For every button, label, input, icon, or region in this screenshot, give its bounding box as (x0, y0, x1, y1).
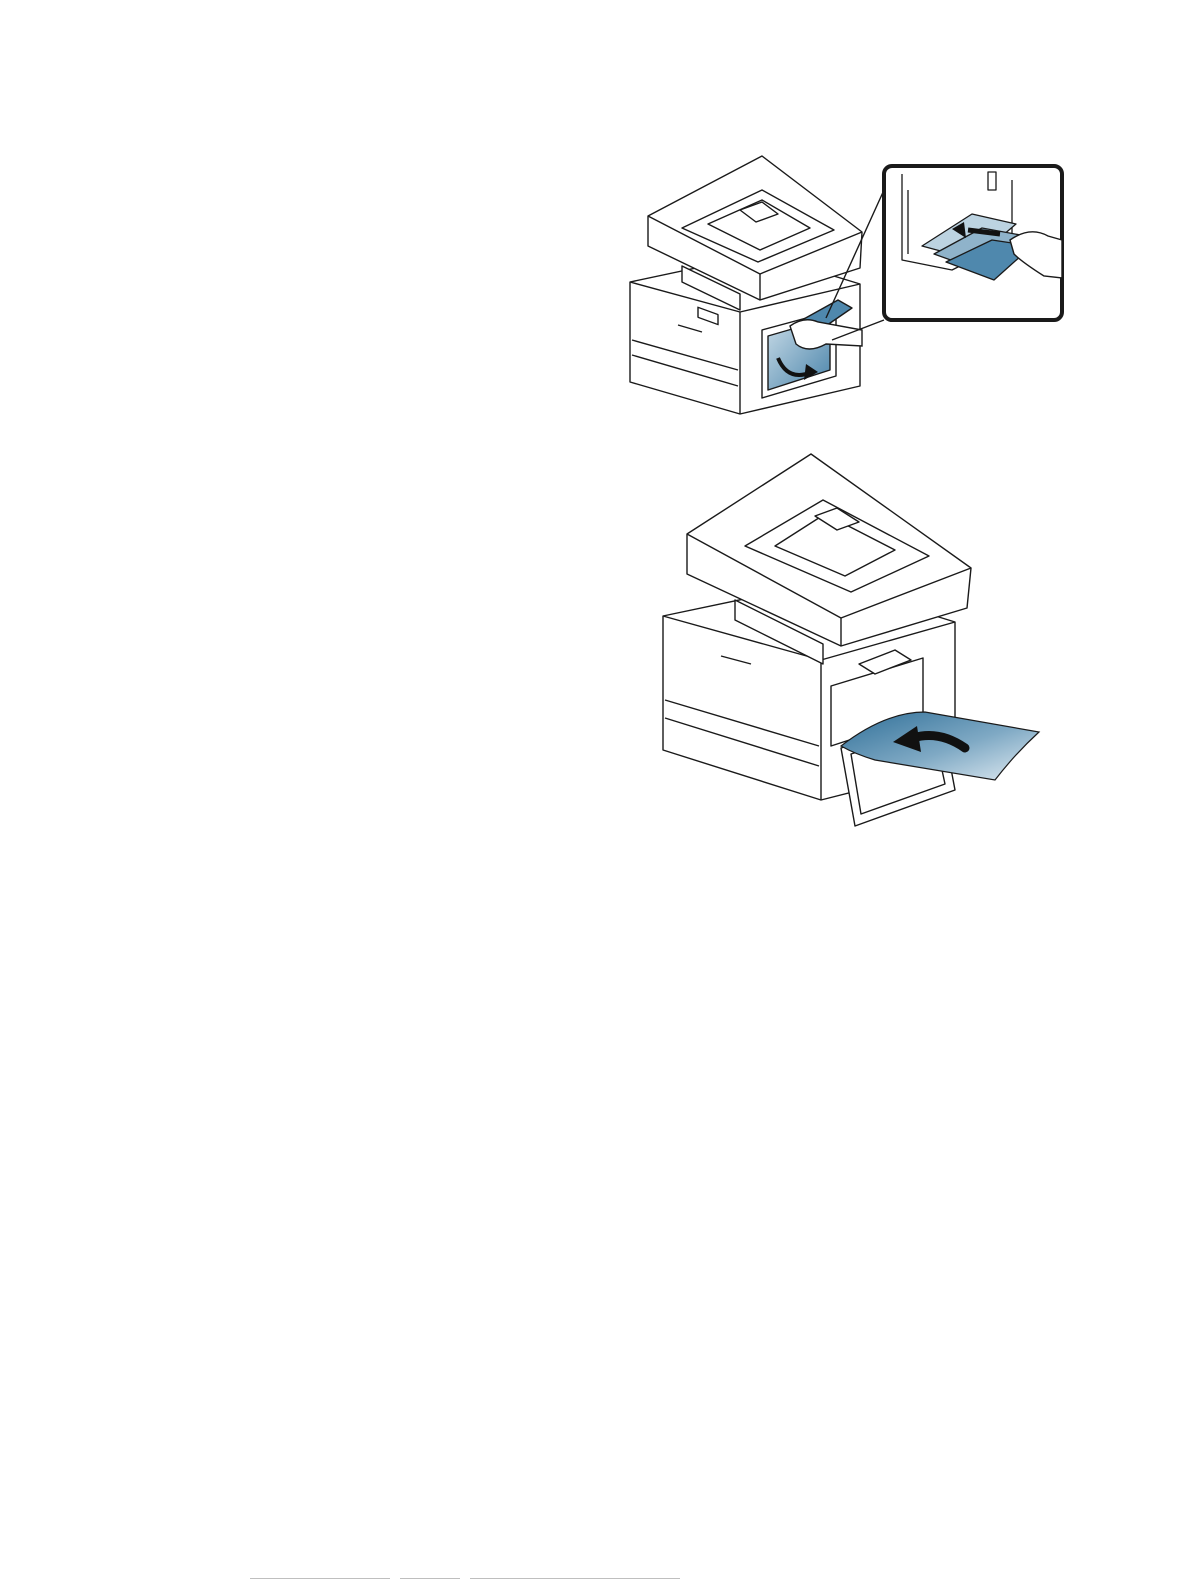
page-bottom-artifact (0, 1576, 1190, 1585)
printer-open-tray-drawing (612, 150, 1072, 422)
printer-open-tray-illustration (612, 150, 1072, 422)
printer-insert-paper-drawing (655, 450, 1050, 828)
printer-insert-paper-illustration (655, 450, 1050, 828)
